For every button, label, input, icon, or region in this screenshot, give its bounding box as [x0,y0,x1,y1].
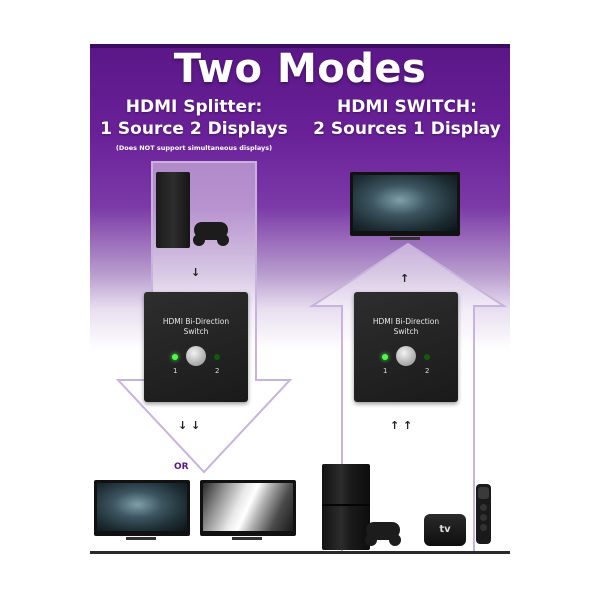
up-arrow-icon: ↑ [400,272,410,285]
or-label: OR [174,462,189,472]
tv-icon [350,172,460,236]
switch-label-line1: HDMI Bi-Direction [372,317,440,326]
hdmi-switch-icon: HDMI Bi-Direction Switch 1 2 [354,292,458,402]
switch-label-line1: HDMI Bi-Direction [162,317,230,326]
port1-led [172,354,178,360]
hdmi-switch-icon: HDMI Bi-Direction Switch 1 2 [144,292,248,402]
controller-icon [365,522,401,546]
port1-label: 1 [383,367,388,375]
tv-icon [94,480,190,536]
tv-icon [200,480,296,536]
tv-screen [203,483,293,531]
switch-label: HDMI Bi-Direction Switch [144,317,248,337]
port2-led [214,354,220,360]
apple-tv-label: tv [439,524,451,535]
apple-tv-icon: tv [424,514,466,546]
selector-knob [186,346,206,366]
splitter-heading-line1: HDMI Splitter: [125,97,263,117]
top-border [90,44,510,48]
port2-led [424,354,430,360]
remote-icon [476,484,491,544]
selector-knob [396,346,416,366]
switch-heading-line2: 2 Sources 1 Display [313,119,501,139]
splitter-heading: HDMI Splitter: 1 Source 2 Displays [94,96,294,140]
port2-label: 2 [215,367,220,375]
switch-heading: HDMI SWITCH: 2 Sources 1 Display [304,96,510,140]
ps4-console-icon [322,464,370,550]
page-title: Two Modes [173,46,427,92]
splitter-note: (Does NOT support simultaneous displays) [115,144,273,152]
tv-stand [390,237,420,240]
switch-heading-line1: HDMI SWITCH: [337,97,477,117]
ps4-console-icon [156,172,190,248]
controller-icon [193,222,229,246]
down-arrows-icon: ↓ ↓ [178,419,201,432]
modes-panel: Two Modes HDMI Splitter: 1 Source 2 Disp… [90,44,510,554]
port2-label: 2 [425,367,430,375]
switch-label-line2: Switch [183,327,209,336]
tv-stand [232,537,262,540]
switch-label-line2: Switch [393,327,419,336]
splitter-heading-line2: 1 Source 2 Displays [100,119,288,139]
up-arrows-icon: ↑ ↑ [390,419,413,432]
tv-stand [126,537,156,540]
port1-label: 1 [173,367,178,375]
tv-screen [97,483,187,531]
bottom-border [90,551,510,554]
down-arrow-icon: ↓ [191,266,201,279]
tv-screen [353,175,457,231]
port1-led [382,354,388,360]
switch-label: HDMI Bi-Direction Switch [354,317,458,337]
